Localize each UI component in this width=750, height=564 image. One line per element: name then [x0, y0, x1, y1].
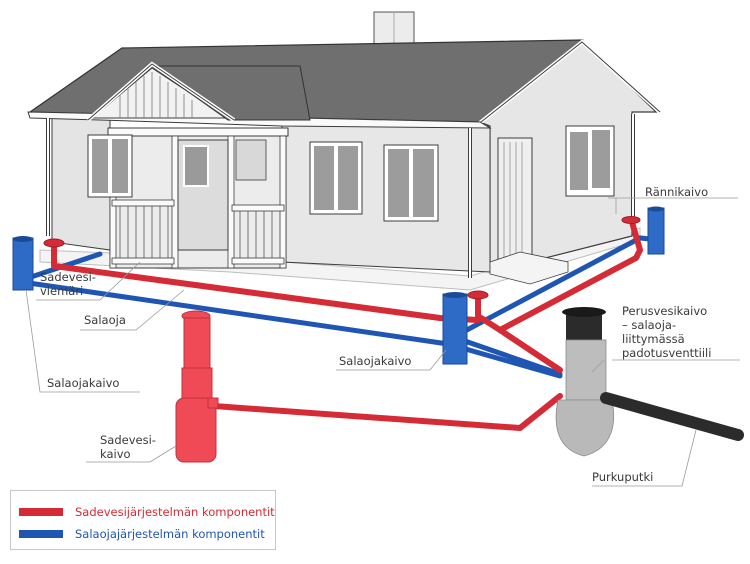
sadevesikaivo — [175, 310, 219, 463]
legend-swatch-drain — [19, 530, 63, 538]
label-perusvesikaivo: Perusvesikaivo – salaoja- liittymässä pa… — [622, 304, 712, 360]
label-purkuputki: Purkuputki — [592, 470, 654, 484]
legend-label-drain: Salaojajärjestelmän komponentit — [75, 527, 265, 541]
legend-item-drain: Salaojajärjestelmän komponentit — [19, 527, 265, 541]
label-sadevesiviemari: Sadevesi- viemäri — [40, 270, 96, 298]
label-rannikaivo: Rännikaivo — [645, 185, 709, 199]
window — [383, 144, 439, 222]
label-salaoja: Salaoja — [84, 313, 126, 327]
legend-item-rain: Sadevesijärjestelmän komponentit — [19, 505, 275, 519]
house-foundation — [39, 227, 641, 291]
legend-label-rain: Sadevesijärjestelmän komponentit — [75, 505, 275, 519]
window — [565, 125, 615, 197]
perusvesikaivo — [555, 307, 615, 457]
label-sadevesikaivo: Sadevesi- kaivo — [100, 433, 156, 461]
salaojakaivo-mid — [442, 292, 468, 365]
door-step — [489, 251, 569, 285]
window — [87, 134, 133, 198]
purkuputki-pipe — [600, 392, 744, 441]
label-salaojakaivo-left: Salaojakaivo — [47, 376, 120, 390]
rannikaivo-funnel — [43, 216, 641, 300]
leader-lines — [25, 197, 740, 487]
porch-railing — [111, 199, 285, 265]
side-door — [497, 137, 533, 265]
window — [309, 141, 363, 215]
salaojakaivo-left — [12, 236, 34, 291]
label-salaojakaivo-mid: Salaojakaivo — [339, 354, 412, 368]
legend: Sadevesijärjestelmän komponentit Salaoja… — [10, 490, 276, 550]
legend-swatch-rain — [19, 508, 63, 516]
salaojakaivo-right — [647, 206, 665, 255]
